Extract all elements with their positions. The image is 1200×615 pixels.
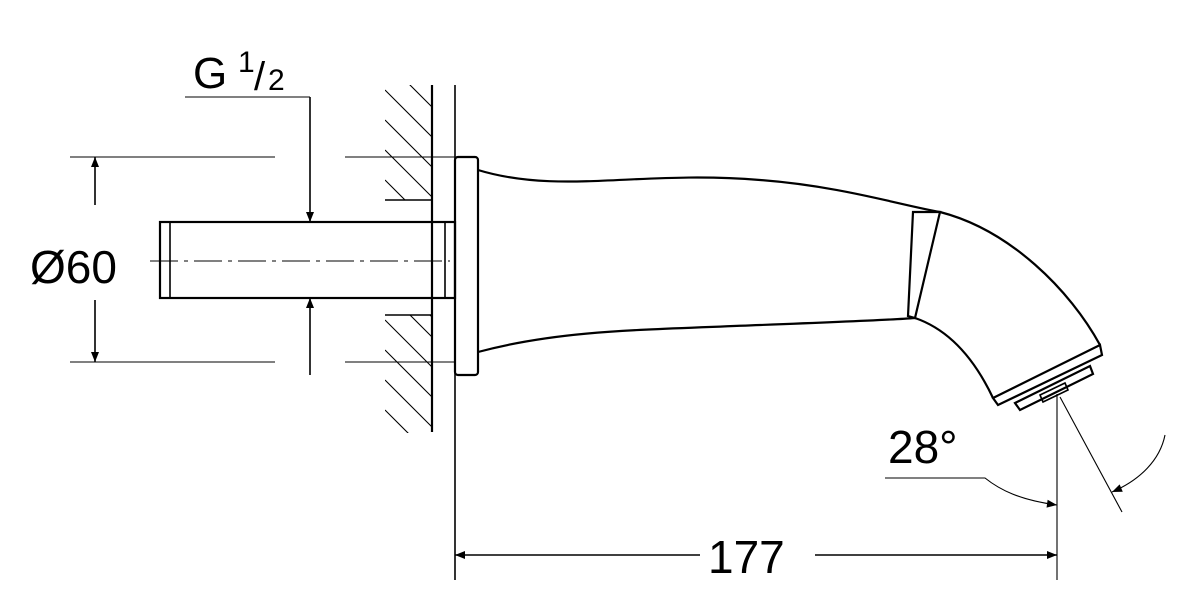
spout-body (477, 168, 1104, 412)
wall-flange (453, 155, 480, 377)
wall-section (385, 85, 456, 580)
length-dimension: 177 (455, 531, 1057, 583)
connection-pipe (150, 220, 457, 300)
thread-fraction-numerator: 1 (238, 46, 255, 79)
diameter-dimension: Ø60 (30, 156, 455, 363)
thread-label: G (193, 49, 227, 98)
thread-fraction-denominator: 2 (268, 64, 285, 97)
angle-label: 28° (888, 421, 958, 473)
angle-dimension: 28° (885, 394, 1166, 580)
thread-fraction-slash: / (254, 55, 266, 99)
diameter-label: Ø60 (30, 241, 117, 293)
thread-dimension: G 1 / 2 (185, 46, 314, 375)
length-label: 177 (708, 531, 785, 583)
